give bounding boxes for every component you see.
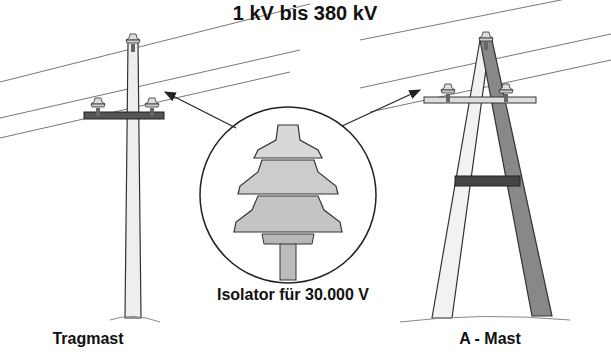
mast-label: Tragmast: [52, 330, 123, 348]
title: 1 kV bis 380 kV: [233, 2, 378, 24]
detail-label: Isolator für 30.000 V: [214, 286, 372, 304]
mast-label: A - Mast: [459, 330, 521, 348]
leader-arrow: [342, 90, 420, 126]
insulator-detail: [200, 107, 376, 283]
a-mast: [400, 32, 570, 322]
leader-arrow: [165, 92, 236, 128]
tragmast-pole: [84, 34, 164, 322]
